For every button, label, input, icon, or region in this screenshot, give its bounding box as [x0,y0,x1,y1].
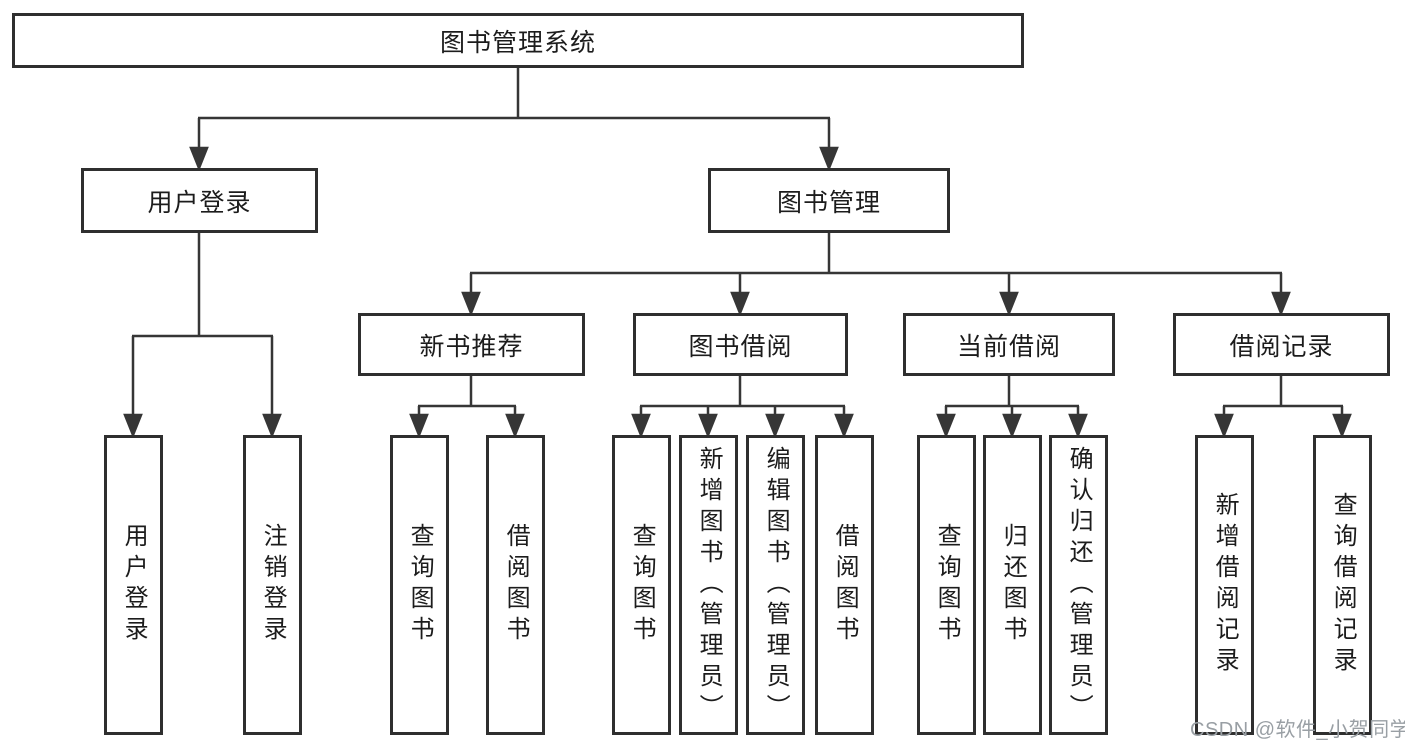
connector-book-management-branch [461,232,1291,317]
leaf-borrow-books-recommend-label: 借阅图书 [502,523,530,647]
connector-book-borrowing-branch [631,376,854,439]
leaf-edit-book-admin-label: 编辑图书（管理员） [762,445,790,725]
node-new-book-recommendation-label: 新书推荐 [419,332,524,361]
leaf-return-book: 归还图书 [983,435,1042,735]
leaf-borrow-books-label: 借阅图书 [831,523,859,647]
node-book-management: 图书管理 [708,168,950,233]
arrowhead [1271,291,1291,317]
leaf-add-book-admin: 新增图书（管理员） [679,435,738,735]
arrowhead [631,413,651,439]
node-current-borrowing: 当前借阅 [903,313,1115,376]
arrowhead [999,291,1019,317]
leaf-user-login-label: 用户登录 [120,523,148,647]
node-new-book-recommendation: 新书推荐 [358,313,585,376]
connector-root-to-level2 [189,68,839,172]
leaf-query-books-current: 查询图书 [917,435,976,735]
connector-current-borrowing-branch [936,376,1088,439]
leaf-logout-label: 注销登录 [259,523,287,647]
arrowhead [505,413,525,439]
leaf-query-books-recommend: 查询图书 [390,435,449,735]
node-book-borrowing-label: 图书借阅 [688,332,793,361]
arrowhead [189,146,209,172]
arrowhead [1332,413,1352,439]
arrowhead [819,146,839,172]
arrowhead [123,413,143,439]
leaf-query-books-current-label: 查询图书 [933,523,961,647]
arrowhead [834,413,854,439]
node-book-management-label: 图书管理 [776,188,881,217]
node-user-login-label: 用户登录 [147,188,252,217]
node-borrowing-records: 借阅记录 [1173,313,1390,376]
arrowhead [765,413,785,439]
node-current-borrowing-label: 当前借阅 [956,332,1061,361]
arrowhead [698,413,718,439]
node-user-login: 用户登录 [81,168,318,233]
arrowhead [461,291,481,317]
leaf-query-borrow-record-label: 查询借阅记录 [1329,492,1357,678]
leaf-query-books-borrow: 查询图书 [612,435,671,735]
node-root: 图书管理系统 [12,13,1024,68]
arrowhead [1214,413,1234,439]
leaf-confirm-return-admin-label: 确认归还（管理员） [1065,445,1093,725]
leaf-borrow-books-recommend: 借阅图书 [486,435,545,735]
leaf-edit-book-admin: 编辑图书（管理员） [746,435,805,735]
leaf-query-books-borrow-label: 查询图书 [628,523,656,647]
connector-new-book-branch [409,376,525,439]
node-root-label: 图书管理系统 [439,28,596,57]
leaf-user-login: 用户登录 [104,435,163,735]
csdn-watermark: CSDN @软件_小贺同学 [1190,719,1405,741]
arrowhead [1068,413,1088,439]
arrowhead [1002,413,1022,439]
connector-borrowing-records-branch [1214,376,1352,439]
arrowhead [262,413,282,439]
leaf-borrow-books: 借阅图书 [815,435,874,735]
arrowhead [409,413,429,439]
leaf-logout: 注销登录 [243,435,302,735]
connector-user-login-branch [123,232,282,439]
leaf-query-borrow-record: 查询借阅记录 [1313,435,1372,735]
leaf-add-borrow-record-label: 新增借阅记录 [1211,492,1239,678]
arrowhead [730,291,750,317]
node-book-borrowing: 图书借阅 [633,313,848,376]
leaf-confirm-return-admin: 确认归还（管理员） [1049,435,1108,735]
leaf-add-book-admin-label: 新增图书（管理员） [695,445,723,725]
arrowhead [936,413,956,439]
leaf-return-book-label: 归还图书 [999,523,1027,647]
node-borrowing-records-label: 借阅记录 [1229,332,1334,361]
leaf-query-books-recommend-label: 查询图书 [406,523,434,647]
leaf-add-borrow-record: 新增借阅记录 [1195,435,1254,735]
